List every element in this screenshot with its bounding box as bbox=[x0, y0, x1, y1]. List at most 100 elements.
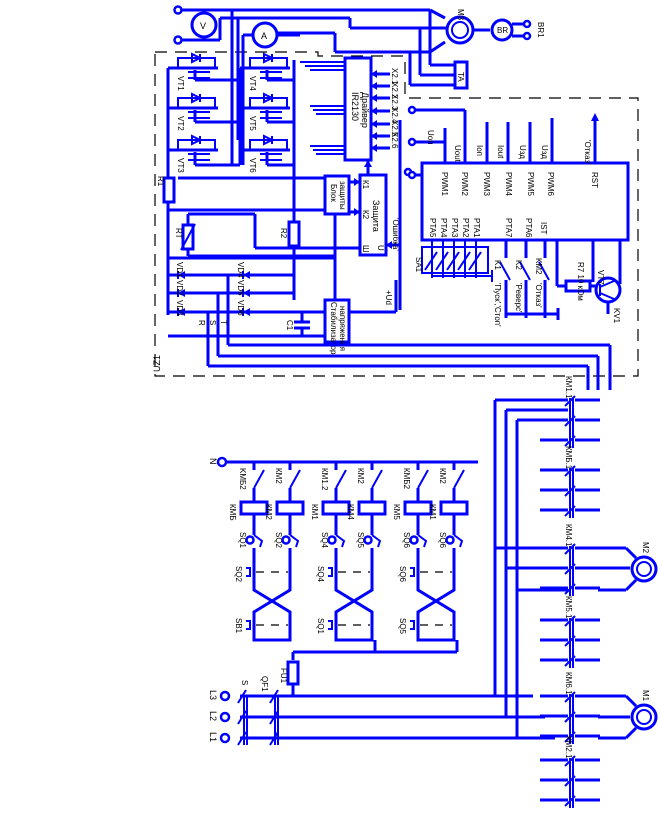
protection-section: R1 Блок защиты Защита К1 К2 Ш U 'Ошибка'… bbox=[156, 120, 413, 320]
svg-text:Ш: Ш bbox=[361, 245, 370, 252]
svg-text:напряжения: напряжения bbox=[338, 306, 347, 351]
button-label: SQ6 bbox=[402, 532, 411, 549]
svg-text:Uзд: Uзд bbox=[540, 145, 549, 159]
breaker-qf1[interactable]: QF1 bbox=[260, 676, 279, 746]
terminal bbox=[173, 35, 183, 45]
push-button[interactable] bbox=[281, 535, 291, 545]
svg-text:K2: K2 bbox=[514, 260, 523, 270]
diode-vd3 bbox=[177, 308, 185, 316]
svg-text:'Реверс': 'Реверс' bbox=[514, 283, 523, 313]
switch-s[interactable]: S bbox=[237, 680, 249, 746]
svg-text:R: R bbox=[197, 320, 206, 326]
motor-m3-icon bbox=[445, 15, 475, 45]
svg-text:L3: L3 bbox=[208, 690, 218, 700]
svg-text:VT1: VT1 bbox=[176, 76, 185, 91]
contactor-label: КМБ.1 bbox=[564, 446, 573, 470]
relay-coil bbox=[439, 500, 469, 516]
diode-vd2 bbox=[177, 289, 185, 297]
phase-l3-terminal[interactable] bbox=[219, 690, 231, 702]
svg-text:K1: K1 bbox=[493, 260, 502, 270]
phase-l1-terminal[interactable] bbox=[219, 732, 231, 744]
tach-generator-icon bbox=[490, 18, 514, 42]
coil-label: КМ1 bbox=[310, 504, 319, 520]
push-button[interactable] bbox=[445, 535, 455, 545]
terminal bbox=[407, 137, 417, 147]
svg-text:X2.5: X2.5 bbox=[390, 120, 399, 137]
neutral-label: N bbox=[208, 458, 218, 465]
igbt-vt6: VT6 bbox=[248, 134, 288, 173]
ammeter-icon bbox=[251, 21, 279, 49]
svg-text:VT7: VT7 bbox=[596, 270, 605, 285]
driver-inputs: X2.1 X2.2 X2.3 X2.4 X2.5 X2.6 bbox=[371, 68, 399, 152]
svg-text:VD5: VD5 bbox=[236, 280, 245, 296]
button-label: SQ2 bbox=[274, 532, 283, 549]
phase-l2-terminal[interactable] bbox=[219, 711, 231, 723]
contactor: КМ5.1 bbox=[540, 596, 600, 668]
voltmeter-label: V bbox=[200, 21, 206, 31]
coil-label: КМ4 bbox=[346, 504, 355, 520]
error-signal-label: 'Ошибка' bbox=[391, 218, 400, 251]
svg-text:К1: К1 bbox=[361, 180, 370, 190]
svg-text:Uоп: Uоп bbox=[426, 130, 435, 145]
relay-coil bbox=[275, 500, 305, 516]
svg-text:PTA2: PTA2 bbox=[461, 218, 470, 238]
limit-switch-label: SB1 bbox=[234, 618, 243, 634]
svg-text:PWM2: PWM2 bbox=[460, 172, 469, 197]
diode-vd4 bbox=[242, 271, 250, 279]
nc-contact bbox=[289, 469, 301, 489]
contactor: КМ2.1 bbox=[540, 736, 600, 808]
button-label: SQ6 bbox=[438, 532, 447, 549]
svg-text:VT5: VT5 bbox=[248, 116, 257, 131]
svg-text:'Отказ': 'Отказ' bbox=[534, 283, 543, 308]
driver-label-1: IR2130 bbox=[350, 92, 360, 121]
diode-vd1 bbox=[177, 271, 185, 279]
button-label: SQ4 bbox=[320, 532, 329, 549]
svg-text:+Ud: +Ud bbox=[384, 290, 393, 305]
terminal bbox=[522, 19, 532, 29]
coil-label: КМ2 bbox=[264, 504, 273, 520]
svg-text:Iout: Iout bbox=[496, 145, 505, 159]
push-button[interactable] bbox=[409, 535, 419, 545]
terminal bbox=[407, 105, 417, 115]
voltage-stabilizer bbox=[323, 298, 351, 344]
nc-contact bbox=[371, 469, 383, 489]
contactor-label: КМ4.1 bbox=[564, 524, 573, 547]
svg-text:Uout: Uout bbox=[453, 145, 462, 163]
output-stage: R7 10 кОм VT7 KV1 bbox=[555, 240, 622, 324]
uz1-boundary bbox=[154, 51, 639, 377]
svg-text:PTA5: PTA5 bbox=[428, 218, 437, 238]
svg-text:Uзд: Uзд bbox=[518, 145, 527, 159]
push-button[interactable] bbox=[327, 535, 337, 545]
svg-text:PTA3: PTA3 bbox=[450, 218, 459, 238]
controller-top-pins: Uоп Uout Iоп Iout Uзд Uзд 'Отказ' PWM1 P… bbox=[407, 105, 599, 197]
terminal bbox=[407, 170, 417, 180]
svg-text:KM2: KM2 bbox=[534, 258, 543, 275]
coil-label: КМ1 bbox=[428, 504, 437, 520]
contactor: КМ1.1 bbox=[540, 376, 600, 448]
contactor: КМ4.1 bbox=[540, 524, 600, 596]
svg-text:VD1: VD1 bbox=[175, 262, 184, 278]
svg-text:VD2: VD2 bbox=[175, 280, 184, 296]
button-label: SQ5 bbox=[356, 532, 365, 549]
ammeter-label: A bbox=[261, 31, 267, 41]
svg-text:S: S bbox=[240, 680, 249, 685]
svg-text:QF1: QF1 bbox=[260, 676, 269, 692]
microcontroller: Uоп Uout Iоп Iout Uзд Uзд 'Отказ' PWM1 P… bbox=[407, 105, 630, 327]
svg-text:PWM1: PWM1 bbox=[440, 172, 449, 197]
neutral-terminal[interactable] bbox=[216, 456, 228, 468]
svg-text:VT2: VT2 bbox=[176, 116, 185, 131]
svg-text:PWM4: PWM4 bbox=[504, 172, 513, 197]
push-button[interactable] bbox=[245, 535, 255, 545]
uz1-label: UZ1 bbox=[152, 355, 162, 372]
relay-coil bbox=[239, 500, 269, 516]
controller-box bbox=[420, 161, 630, 242]
svg-text:RT: RT bbox=[174, 228, 183, 239]
svg-text:Защита: Защита bbox=[371, 200, 381, 232]
push-button[interactable] bbox=[363, 535, 373, 545]
igbt-vt1: VT1 bbox=[176, 52, 216, 91]
